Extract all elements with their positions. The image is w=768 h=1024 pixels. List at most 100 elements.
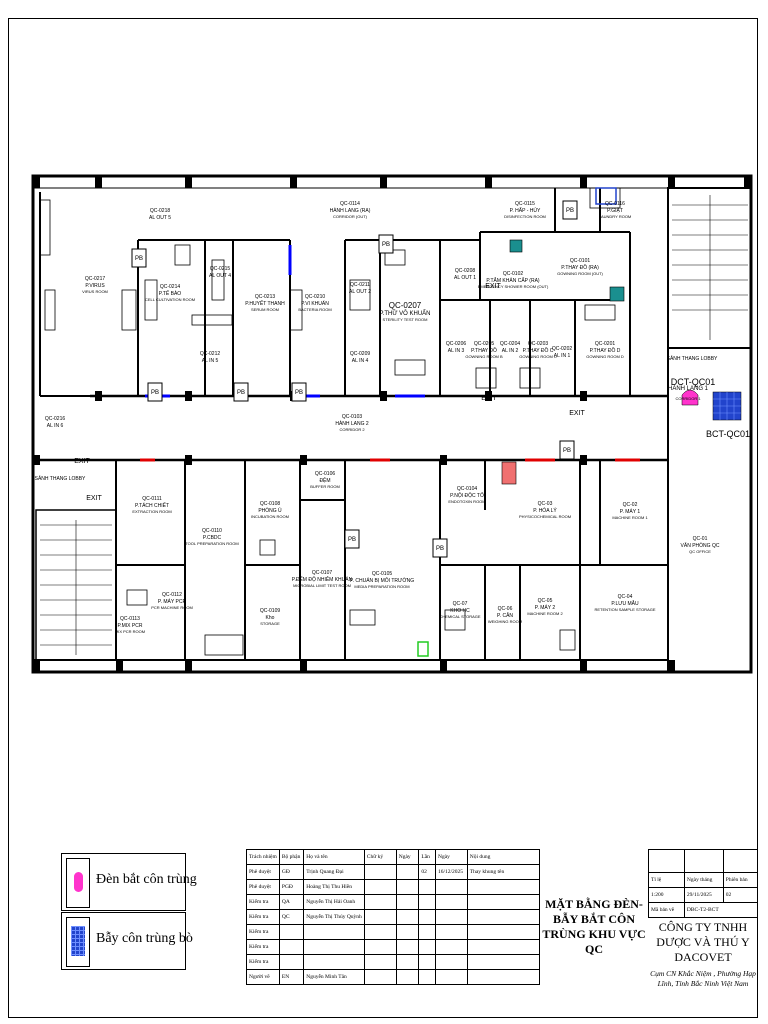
pb-box-1 (147, 382, 163, 402)
room-code-15: QC-0209 (350, 351, 371, 357)
rev-header-3: Chữ ký (363, 849, 397, 865)
room-code-1: QC-0114 (340, 201, 360, 207)
rev-cell-5-6 (435, 939, 468, 955)
structural-columns (33, 176, 751, 672)
stair-right-treads (672, 195, 748, 340)
meta-h-2: Phiên bản (722, 872, 759, 888)
rev-header-7: Nội dung (466, 849, 541, 865)
room-code-26: QC-03 (538, 501, 553, 507)
pb-box-3 (291, 382, 307, 402)
pb-label-7: PB (566, 208, 574, 214)
room-code-27: QC-02 (623, 502, 638, 508)
room-code-7: QC-0213 (255, 294, 276, 300)
shower-fixture (609, 286, 625, 302)
room-sub-28: EXTRACTION ROOM (132, 509, 171, 514)
room-name-23: HÀNH LANG 2 (335, 420, 369, 427)
pb-box-7 (562, 200, 578, 220)
room-name-21: P.THAY ĐỒ D (590, 347, 621, 354)
room-sub-33: QC OFFICE (689, 549, 711, 554)
rev-cell-4-7 (466, 924, 541, 940)
legend-label-trap: Bẫy côn trùng bò (96, 931, 193, 946)
room-code-17: QC-0205 (474, 341, 495, 347)
rev-cell-4-3 (363, 924, 397, 940)
rev-cell-1-5 (418, 879, 436, 895)
rev-cell-5-5 (418, 939, 436, 955)
rev-cell-7-5 (418, 969, 436, 985)
room-name-34: P. MÁY PCR (158, 598, 187, 605)
rev-cell-5-3 (363, 939, 397, 955)
rev-cell-1-2: Hoàng Thị Thu Hiền (303, 879, 365, 895)
room-code-2: QC-0115 (515, 201, 535, 207)
pb-box-5 (344, 529, 360, 549)
room-code-4: QC-0217 (85, 276, 106, 282)
pb-label-4: PB (382, 242, 390, 248)
south-zone-walls (115, 460, 668, 660)
hatched-fixture (501, 461, 517, 485)
pb-label-3: PB (295, 390, 303, 396)
pb-label-2: PB (237, 390, 245, 396)
rev-cell-1-6 (435, 879, 468, 895)
room-name-38: P. CÂN (497, 612, 513, 619)
rev-cell-5-2 (303, 939, 365, 955)
room-sub-38: WEIGHING ROOM (488, 619, 522, 624)
drawing-sheet (8, 18, 758, 1018)
room-name-8: P.VI KHUẨN (301, 300, 329, 307)
room-sub-26: PHYSICOCHEMICAL ROOM (519, 514, 571, 519)
rev-cell-2-1: QA (278, 894, 305, 910)
rev-cell-6-6 (435, 954, 468, 970)
room-name-20: AL IN 1 (554, 353, 571, 359)
building-outline (31, 174, 753, 674)
room-name-14: AL IN 5 (202, 358, 219, 364)
room-sub-17: GOWNING ROOM B (465, 354, 503, 359)
exit-label-3: EXIT (481, 395, 497, 402)
pb-label-6: PB (436, 546, 444, 552)
room-sub-23: CORRIDOR 2 (339, 427, 365, 432)
room-name-4: P.VIRUS (85, 283, 105, 289)
rev-cell-3-0: Kiểm tra (246, 909, 280, 925)
rev-cell-5-4 (395, 939, 420, 955)
room-name-25: P.NỘI ĐỘC TỐ (450, 492, 484, 499)
room-sub-2: DISINFECTION ROOM (504, 214, 546, 219)
marker-bct-label: BCT-QC01 (706, 429, 750, 439)
rev-cell-6-2 (303, 954, 365, 970)
rev-cell-2-0: Kiểm tra (246, 894, 280, 910)
rev-cell-2-4 (395, 894, 420, 910)
marker-dct-label: DCT-QC01 (671, 377, 716, 387)
rev-cell-3-5 (418, 909, 436, 925)
room-code-10: QC-0207 (389, 301, 422, 310)
rev-cell-7-2: Nguyễn Minh Tân (303, 969, 365, 985)
rev-cell-6-4 (395, 954, 420, 970)
meta-v-2: 02 (722, 887, 759, 903)
rev-cell-1-3 (363, 879, 397, 895)
pb-box-8 (559, 440, 575, 460)
rev-cell-2-5 (418, 894, 436, 910)
rev-cell-6-1 (278, 954, 305, 970)
rev-cell-2-2: Nguyễn Thị Hải Oanh (303, 894, 365, 910)
room-name-13: P.THAY ĐỒ (RA) (561, 264, 599, 271)
room-sub-25: ENDOTOXIN ROOM (448, 499, 485, 504)
pb-label-5: PB (348, 537, 356, 543)
rev-cell-7-7 (466, 969, 541, 985)
rev-cell-0-3 (363, 864, 397, 880)
room-name-33: VĂN PHÒNG QC (681, 542, 720, 549)
drawing-title: MẶT BẰNG ĐÈN- BẪY BẮT CÔN TRÙNG KHU VỰC … (542, 897, 646, 957)
equipment (39, 187, 621, 656)
north-zone-walls (39, 188, 631, 397)
room-name-12: P.TẮM KHẨN CẤP (RA) (486, 276, 539, 284)
insect-lamp-icon (66, 858, 90, 908)
room-code-13: QC-0101 (570, 258, 591, 264)
room-code-23: QC-0103 (342, 414, 363, 420)
lobby-right-label: SẢNH THANG LOBBY (667, 355, 718, 362)
room-code-37: QC-07 (453, 601, 468, 607)
room-name-17: P.THAY ĐỒ (471, 347, 497, 354)
rev-cell-3-6 (435, 909, 468, 925)
exit-label-1: EXIT (86, 495, 102, 502)
room-code-0: QC-0218 (150, 208, 171, 214)
exit-label-0: EXIT (74, 458, 90, 465)
room-name-9: AL OUT 2 (349, 289, 371, 295)
meta-h-0: Tỉ lệ (648, 872, 685, 888)
company-block: CÔNG TY TNHH DƯỢC VÀ THÚ Y DACOVET Cụm C… (648, 920, 758, 989)
room-name-40: P.LƯU MẪU (611, 600, 639, 607)
room-name-19: P.THAY ĐỒ C (523, 347, 554, 354)
